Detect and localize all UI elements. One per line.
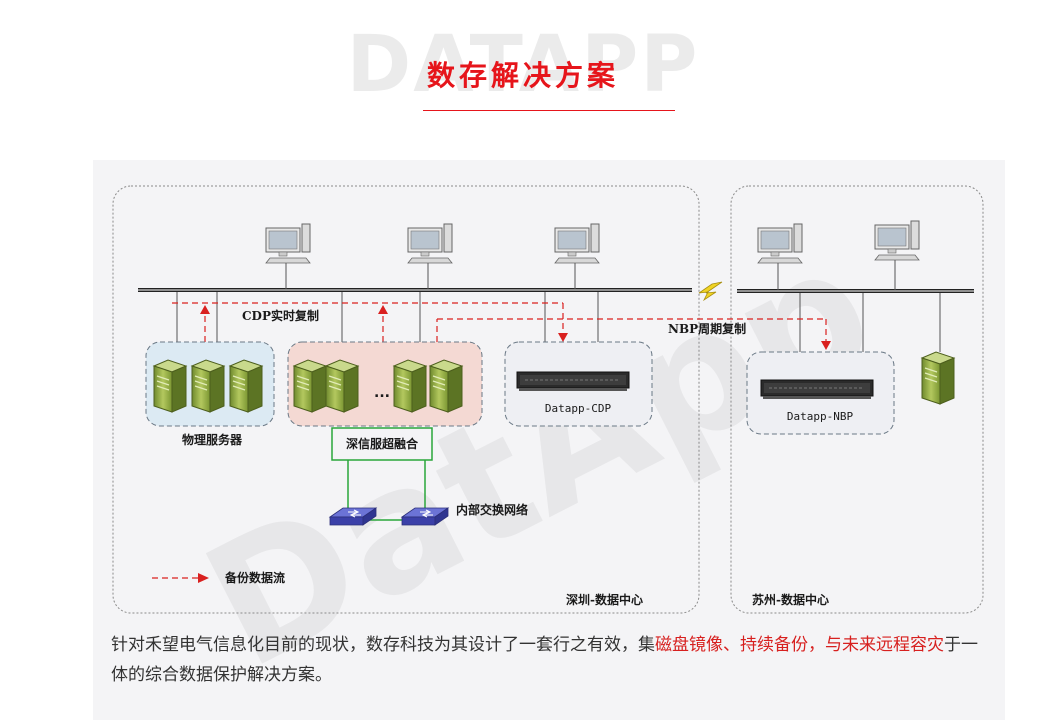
pc-icon	[554, 223, 600, 264]
pc-icon	[265, 223, 311, 264]
content-panel	[93, 160, 1005, 720]
header-background-word: DATAPP	[346, 20, 700, 110]
storage-rack-icon	[760, 379, 874, 400]
server-icon	[921, 351, 955, 405]
legend-label: 备份数据流	[224, 570, 285, 585]
title-underline	[423, 110, 675, 111]
server-icon	[191, 359, 225, 413]
description-highlight: 磁盘镜像、持续备份，与未来远程容灾	[655, 635, 944, 655]
server-icon	[229, 359, 263, 413]
cdp-device-label: Datapp-CDP	[545, 402, 612, 415]
pc-icon	[407, 223, 453, 264]
description-part2: 于一体的综合数据保护解决方案。	[111, 635, 978, 685]
hyperconverged-connector	[331, 427, 433, 461]
ellipsis-text: ...	[374, 385, 390, 401]
server-icon	[325, 359, 359, 413]
hyperconverged-label: 深信服超融合	[346, 436, 419, 451]
page-header: DATAPP 数存解决方案	[0, 0, 1046, 130]
physical-servers-label: 物理服务器	[182, 432, 243, 447]
server-icon	[429, 359, 463, 413]
server-icon	[293, 359, 327, 413]
nbp-device-label: Datapp-NBP	[787, 410, 854, 423]
server-icon	[393, 359, 427, 413]
storage-rack-icon	[516, 371, 630, 392]
description-text: 针对禾望电气信息化目前的现状，数存科技为其设计了一套行之有效，集磁盘镜像、持续备…	[111, 630, 991, 690]
zone-shenzhen-label: 深圳-数据中心	[566, 592, 643, 607]
legend-arrow-icon	[198, 573, 209, 583]
description-part1: 针对禾望电气信息化目前的现状，数存科技为其设计了一套行之有效，集	[111, 635, 655, 655]
zone-suzhou	[730, 185, 984, 614]
wan-link-icon	[698, 281, 723, 302]
pc-icon	[874, 220, 920, 261]
cdp-label: CDP实时复制	[242, 308, 319, 323]
nbp-label: NBP周期复制	[668, 321, 746, 336]
server-icon	[153, 359, 187, 413]
zone-suzhou-label: 苏州-数据中心	[752, 592, 829, 607]
internal-network-label: 内部交换网络	[456, 502, 528, 517]
zone-shenzhen	[112, 185, 700, 614]
cdp-flow	[172, 302, 568, 342]
page-title: 数存解决方案	[426, 59, 619, 92]
nbp-flow	[436, 318, 831, 350]
